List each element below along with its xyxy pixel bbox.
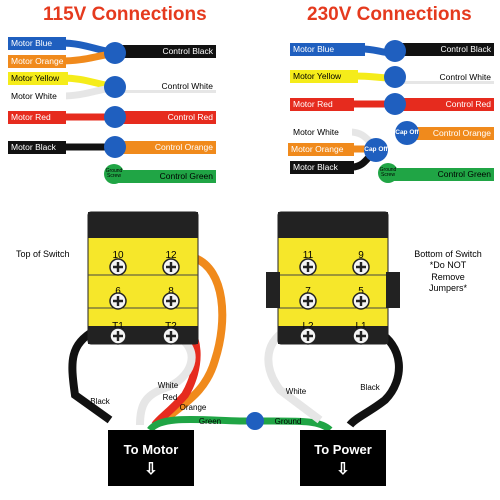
to-motor-box: To Motor ⇩ [108,430,194,486]
terminal-label: L2 [302,321,314,332]
label-230-motor-yellow: Motor Yellow [290,70,358,83]
label-230-control-orange: Control Orange [412,127,494,140]
terminal-label: 6 [115,286,121,297]
wire-label-ground: Ground [275,417,302,426]
label-230-control-red: Control Red [400,98,494,111]
wire-nut-icon [384,93,406,115]
note-line: Bottom of Switch [414,249,482,259]
terminal-label: 7 [305,286,311,297]
wire-label-orange: Orange [180,403,207,412]
cap-off-icon: Cap Off [364,138,388,162]
wire-right-black [346,326,403,428]
wire-nut-icon [104,42,126,64]
ground-screw-icon: Ground Screw [104,164,124,184]
down-arrow-icon: ⇩ [144,461,158,478]
label-115-motor-orange: Motor Orange [8,55,66,68]
label-115-motor-blue: Motor Blue [8,37,66,50]
screw-slot-icon [303,296,313,306]
wire-nut-icon [246,412,264,430]
screw-slot-icon [303,262,313,272]
label-115-control-red: Control Red [118,111,216,124]
terminal-label: 5 [358,286,364,297]
to-motor-label: To Motor [123,442,179,457]
label-115-control-green: Control Green [118,170,216,183]
screw-slot-icon [166,296,176,306]
label-230-motor-blue: Motor Blue [290,43,365,56]
note-line: Jumpers* [428,282,467,293]
label-115-motor-black: Motor Black [8,141,66,154]
screw-slot-icon [113,331,123,341]
screw-slot-icon [113,296,123,306]
label-115-motor-white: Motor White [8,90,66,103]
label-115-motor-yellow: Motor Yellow [8,72,68,85]
label-115-control-black: Control Black [118,45,216,58]
terminal-label: 12 [165,250,177,261]
note-line: Remove [431,271,465,282]
screw-slot-icon [356,331,366,341]
wire-nut-icon [104,136,126,158]
label-230-motor-black: Motor Black [290,161,354,174]
label-115-control-orange: Control Orange [118,141,216,154]
cap-off-icon: Cap Off [395,121,419,145]
title-230v: 230V Connections [307,4,472,25]
label-115-control-white: Control White [118,80,216,93]
wire-nut-icon [104,76,126,98]
note-bottom-of-switch: Bottom of Switch *Do NOT Remove Jumpers* [402,249,494,294]
note-top-of-switch: Top of Switch [16,249,70,259]
to-power-box: To Power ⇩ [300,430,386,486]
wire-label-white-left: White [158,381,179,390]
label-230-motor-red: Motor Red [290,98,354,111]
wire-label-black-right: Black [360,383,381,392]
terminal-label: 11 [303,250,314,261]
wire-label-green: Green [199,417,221,426]
terminal-label: 9 [358,250,364,261]
label-230-motor-orange: Motor Orange [288,143,354,156]
screw-slot-icon [113,262,123,272]
title-115v: 115V Connections [43,4,207,25]
wire-left-white [136,331,196,426]
screw-slot-icon [356,296,366,306]
to-power-label: To Power [314,442,372,457]
label-115-motor-red: Motor Red [8,111,66,124]
screw-slot-icon [303,331,313,341]
switch-left: 10 12 6 8 T1 T2 [87,211,199,345]
wire-left-orange [162,254,227,423]
terminal-label: 10 [112,250,124,261]
down-arrow-icon: ⇩ [336,461,350,478]
screw-slot-icon [356,262,366,272]
label-230-control-white: Control White [400,71,494,84]
terminal-label: L1 [355,321,367,332]
terminal-label: T1 [112,321,124,332]
screw-slot-icon [166,331,176,341]
wire-nut-icon [104,106,126,128]
wire-ground-green [147,415,333,433]
note-line: *Do NOT [429,260,467,271]
screw-slot-icon [166,262,176,272]
terminal-label: T2 [165,321,177,332]
wire-nut-icon [384,40,406,62]
ground-screw-icon: Ground Screw [378,163,398,183]
wire-label-black-left: Black [90,397,111,406]
terminal-label: 8 [168,286,174,297]
label-230-control-black: Control Black [400,43,494,56]
label-230-control-green: Control Green [392,168,494,181]
wire-label-white-right: White [286,387,307,396]
wire-nut-icon [384,66,406,88]
switch-right: 11 9 7 5 L2 L1 [266,211,400,345]
wire-label-red: Red [163,393,178,402]
label-230-motor-white: Motor White [290,126,352,139]
